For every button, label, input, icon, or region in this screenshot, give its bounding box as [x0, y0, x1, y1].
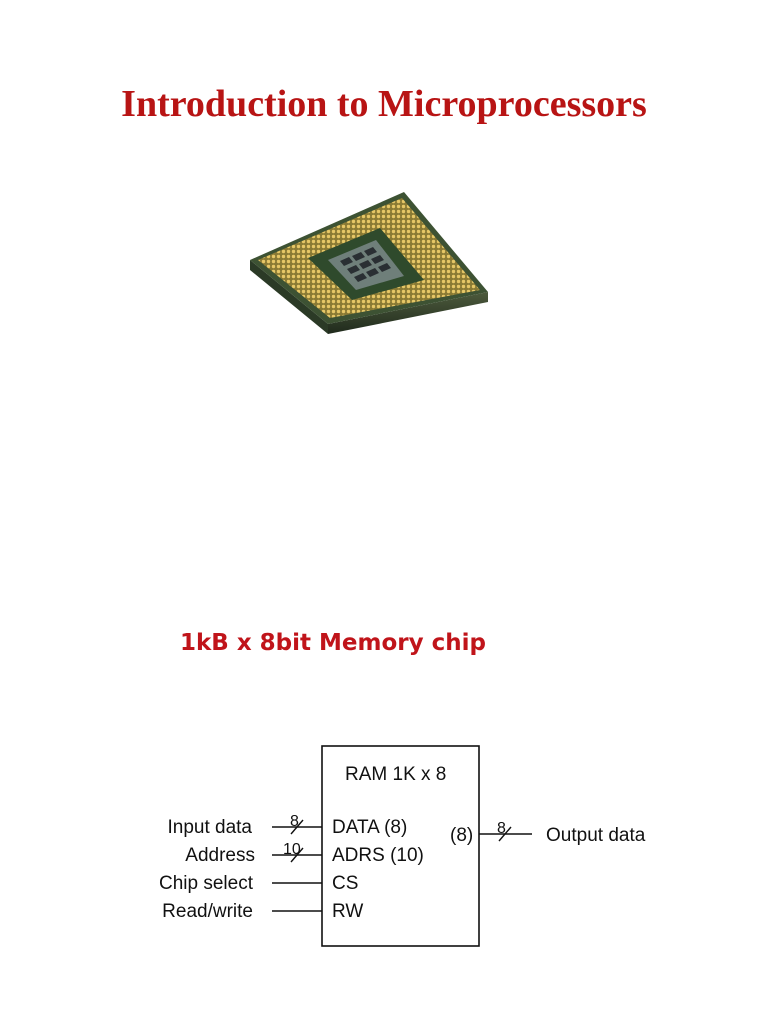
bus-width-output: 8 [497, 820, 506, 837]
section-subtitle: 1kB x 8bit Memory chip [180, 630, 486, 656]
port-cs: CS [332, 873, 358, 894]
bus-slash-address [290, 847, 304, 863]
cpu-image [250, 192, 488, 334]
input-label-rw: Read/write [162, 901, 253, 922]
ram-block-diagram: RAM 1K x 8 8 10 Input data Address Chip … [159, 745, 646, 947]
ram-chip-box [321, 745, 480, 947]
input-label-data: Input data [167, 817, 252, 838]
port-data: DATA (8) [332, 817, 407, 838]
chip-label: RAM 1K x 8 [345, 764, 446, 785]
slide-title: Introduction to Microprocessors [121, 83, 647, 125]
port-rw: RW [332, 901, 363, 922]
port-output: (8) [450, 825, 473, 846]
bus-width-address: 10 [283, 841, 301, 858]
port-address: ADRS (10) [332, 845, 424, 866]
bus-slash-output [498, 826, 512, 842]
input-label-address: Address [185, 845, 255, 866]
output-label: Output data [546, 825, 646, 846]
bus-slash-data [290, 819, 304, 835]
input-label-cs: Chip select [159, 873, 254, 894]
bus-width-data: 8 [290, 813, 299, 830]
